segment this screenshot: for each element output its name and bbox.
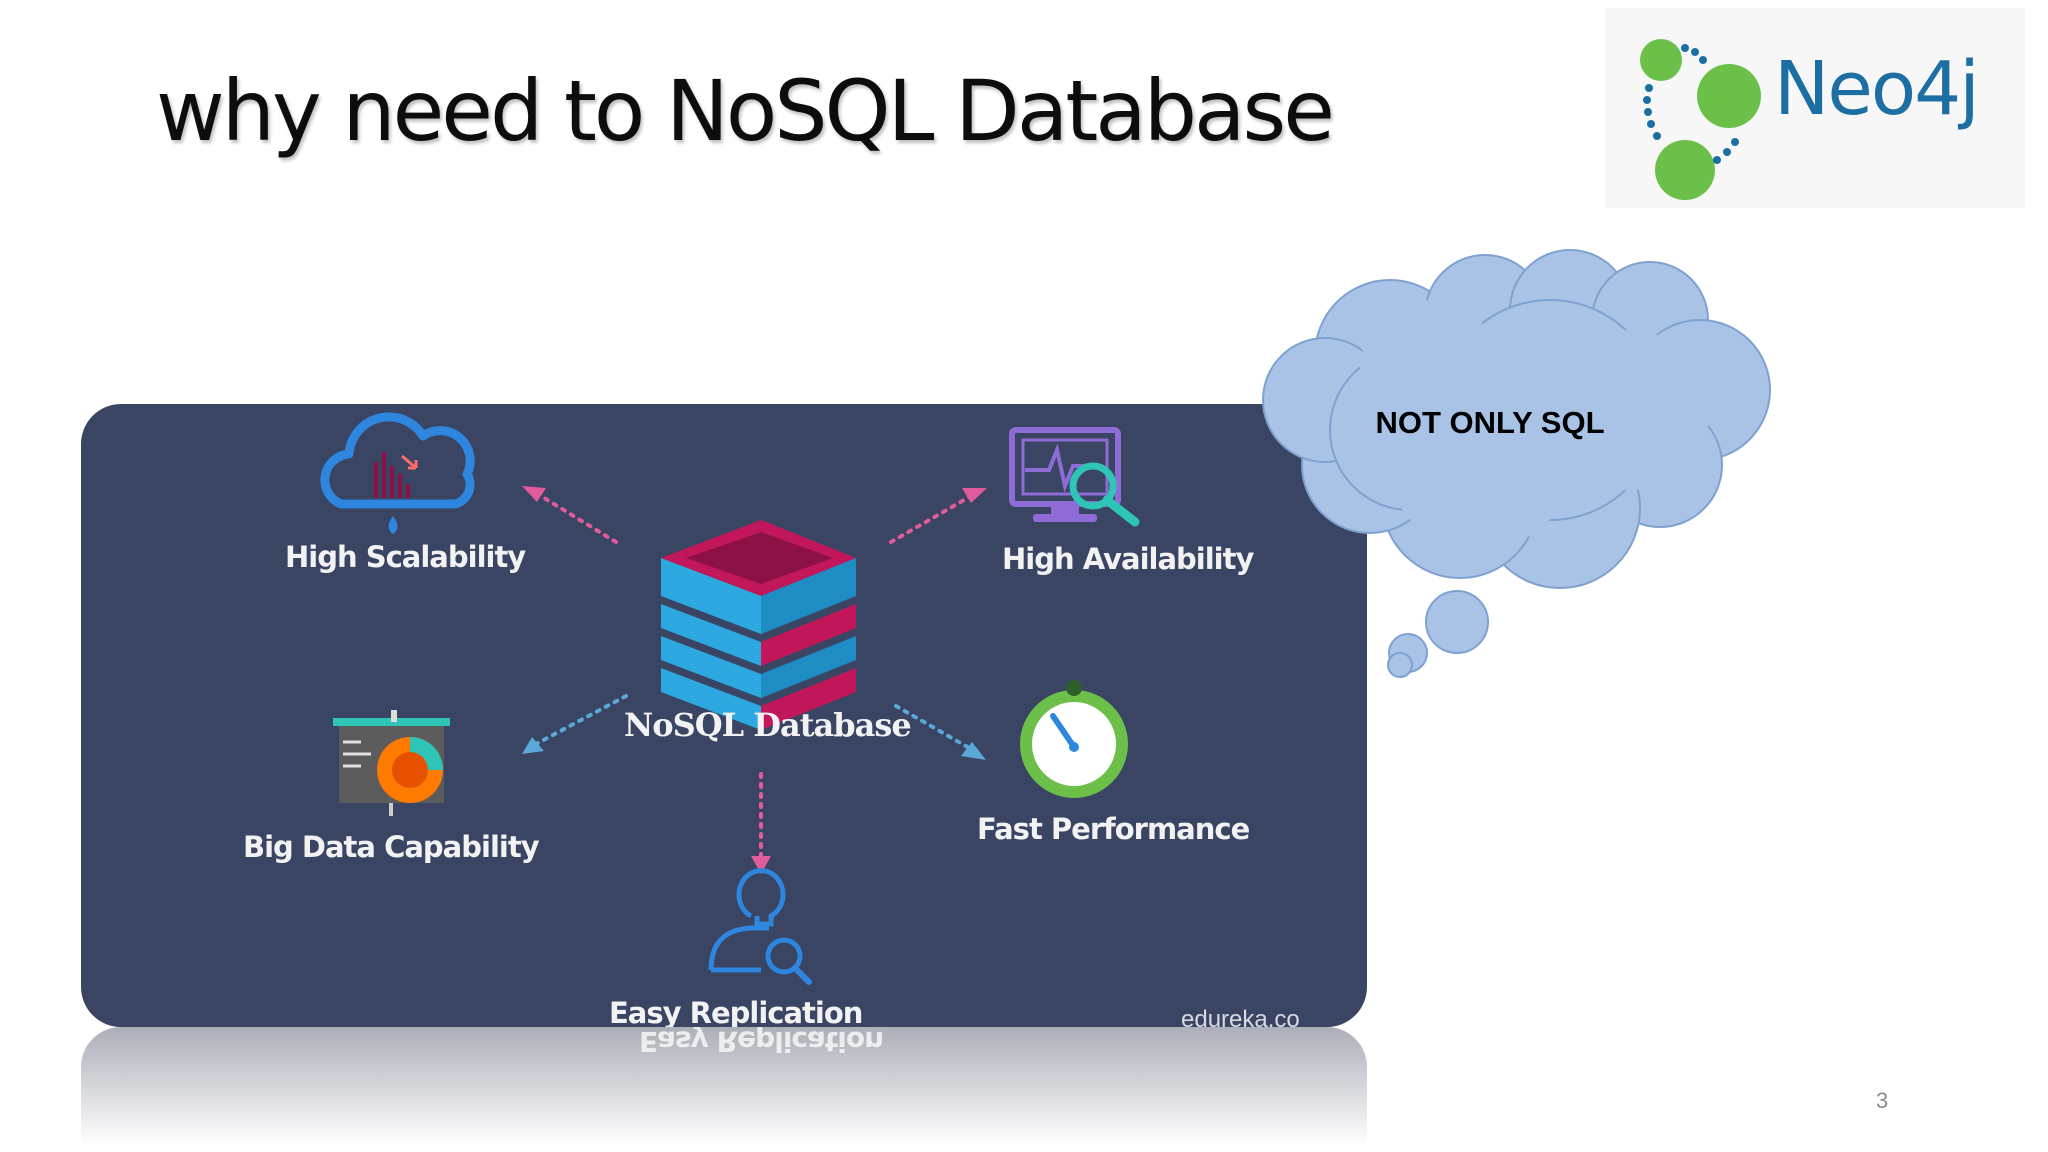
- logo-text: Neo4j: [1774, 46, 1980, 132]
- watermark: edureka.co: [1181, 1006, 1300, 1027]
- speedometer-icon: [1020, 680, 1128, 798]
- callout-text: NOT ONLY SQL: [1375, 405, 1605, 440]
- reflection-text: Easy Replication: [638, 1027, 884, 1058]
- page-number: 3: [1876, 1088, 1889, 1113]
- center-label: NoSQL Database: [624, 706, 912, 744]
- slide-title: why need to NoSQL Database: [156, 62, 1335, 160]
- neo4j-graph-logo-icon: [1640, 39, 1761, 200]
- thought-cloud-callout: [1262, 249, 1771, 678]
- monitor-search-icon: [1009, 427, 1140, 527]
- label-big-data-capability: Big Data Capability: [243, 830, 540, 864]
- label-high-scalability: High Scalability: [285, 540, 526, 574]
- label-fast-performance: Fast Performance: [977, 812, 1250, 846]
- label-high-availability: High Availability: [1002, 542, 1254, 576]
- infographic-graphics: [320, 412, 1140, 985]
- presentation-pie-chart-icon: [333, 710, 450, 816]
- cloud-chart-icon: [320, 412, 475, 534]
- infographic-reflection: Easy Replication: [81, 1027, 1367, 1152]
- neo4j-logo: Neo4j: [1605, 8, 2025, 208]
- label-easy-replication: Easy Replication: [609, 996, 863, 1027]
- user-search-icon: [708, 868, 812, 985]
- nosql-infographic: High Scalability High Availability Big D…: [81, 404, 1367, 1027]
- database-stack-icon: [661, 520, 856, 730]
